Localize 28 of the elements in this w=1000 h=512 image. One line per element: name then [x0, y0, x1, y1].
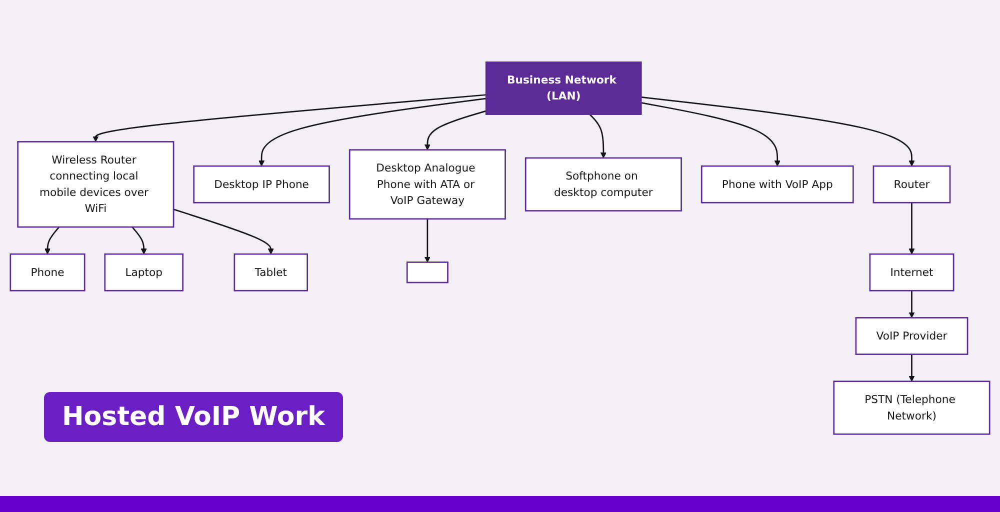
node-box [406, 262, 448, 284]
node-box: VoIP Provider [855, 317, 968, 355]
arrow [258, 98, 486, 166]
arrow [908, 202, 915, 254]
node-box: Softphone on desktop computer [524, 157, 682, 212]
node-box: Internet [869, 253, 954, 292]
node-box: PSTN (Telephone Network) [833, 380, 990, 435]
arrow [44, 226, 60, 254]
node-box: Phone [10, 253, 86, 292]
title-badge: Hosted VoIP Work [44, 392, 343, 442]
arrow [589, 114, 606, 158]
node-box: Desktop IP Phone [193, 165, 330, 204]
arrow [908, 354, 915, 382]
node-box: Tablet [234, 253, 308, 292]
node-box: Business Network (LAN) [485, 62, 642, 115]
arrow [641, 96, 915, 166]
arrow [424, 110, 486, 150]
arrow [641, 102, 780, 166]
arrow [92, 94, 486, 142]
arrow [173, 208, 274, 254]
arrow [424, 218, 430, 262]
node-box: Laptop [104, 253, 184, 292]
arrow [908, 290, 915, 318]
node-box: Desktop Analogue Phone with ATA or VoIP Gateway [348, 149, 506, 220]
node-box: Router [872, 165, 951, 204]
node-box: Wireless Router connecting local mobile devices over WiFi [17, 141, 174, 228]
node-box: Phone with VoIP App [700, 165, 854, 204]
arrow [132, 226, 147, 254]
